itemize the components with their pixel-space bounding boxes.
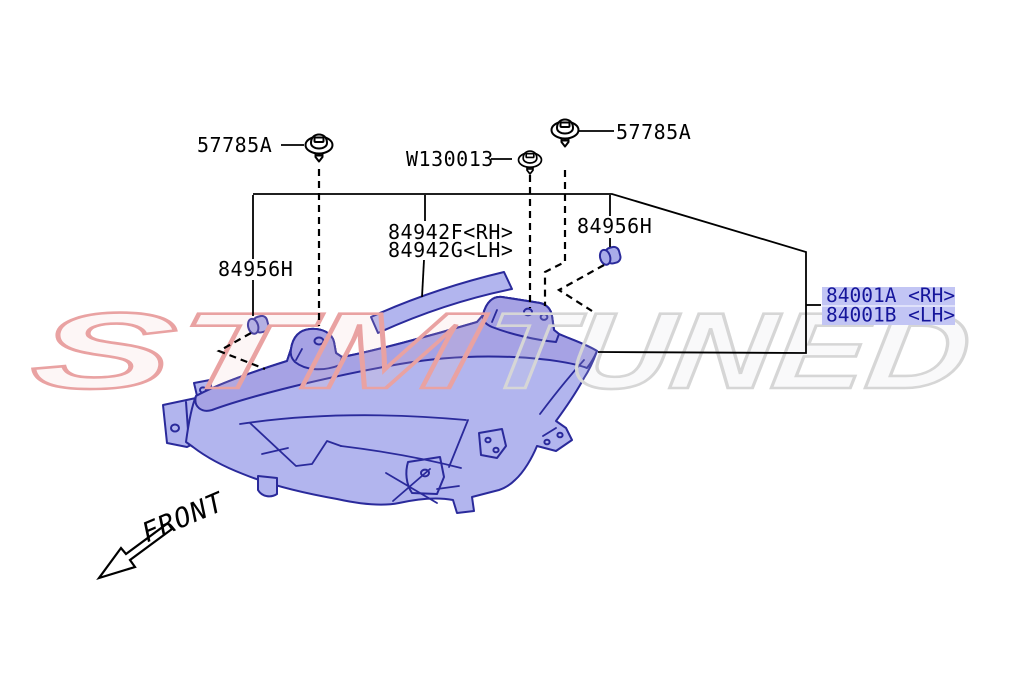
watermark-tuned: TUNED: [476, 290, 978, 410]
front-arrow-icon: [96, 521, 174, 581]
headlamp-foot-left: [257, 475, 278, 498]
part-label-bolt-top-right: 57785A: [616, 120, 691, 144]
highlight-rh-bg[interactable]: [822, 287, 955, 306]
screw-icon-center: [517, 150, 543, 175]
headlamp-assembly-drawing: [162, 295, 598, 514]
highlight-lh-bg[interactable]: [822, 306, 955, 326]
part-label-bolt-top-left: 57785A: [197, 133, 272, 157]
headlamp-arm-center: [481, 295, 560, 343]
front-indicator: FRONT: [96, 487, 230, 581]
bolt-icon-left: [304, 133, 334, 163]
part-label-headlamp-lh[interactable]: 84001B <LH>: [826, 304, 955, 327]
bolt-icon-right: [550, 118, 580, 148]
part-label-headlamp-rh[interactable]: 84001A <RH>: [826, 284, 955, 307]
part-label-trim-lh: 84942G<LH>: [388, 238, 513, 262]
watermark-stm: STM: [25, 290, 492, 410]
clip-right-part: [597, 244, 623, 268]
headlamp-arm-left: [289, 327, 343, 371]
assembly-dashed-lines: [216, 169, 605, 371]
part-label-clip-left: 84956H: [218, 257, 293, 281]
part-label-trim-rh: 84942F<RH>: [388, 220, 513, 244]
highlighted-part-number[interactable]: 84001A <RH> 84001B <LH>: [822, 284, 955, 327]
part-label-clip-right: 84956H: [577, 214, 652, 238]
front-label: FRONT: [137, 487, 229, 550]
trim-strip-part: [370, 271, 513, 334]
leader-lines: [252, 130, 821, 354]
watermark: STM TUNED: [24, 289, 980, 412]
part-label-screw-center: W130013: [406, 147, 494, 171]
